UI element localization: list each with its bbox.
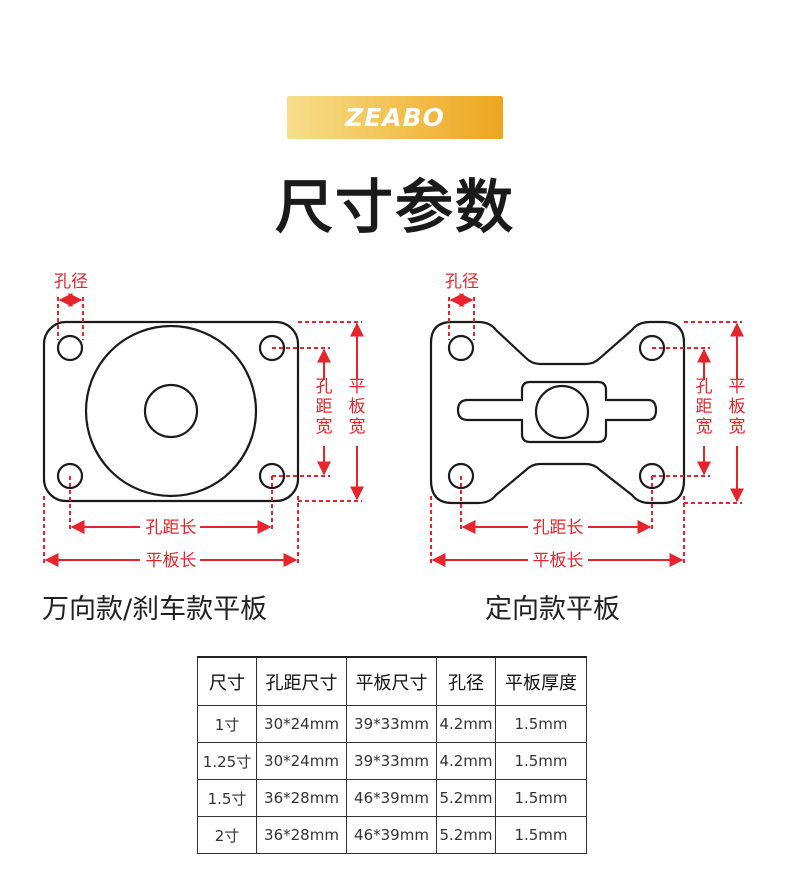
table-cell: 39*33mm bbox=[346, 705, 437, 743]
table-cell: 1.5mm bbox=[495, 742, 587, 780]
page-title: 尺寸参数 bbox=[274, 173, 515, 241]
vertical-label-char: 距 bbox=[316, 397, 333, 417]
vertical-label-char: 宽 bbox=[696, 417, 713, 437]
mount-hole bbox=[258, 462, 286, 490]
hole-spacing-length-label: 孔距长 bbox=[533, 518, 584, 538]
header-plate-thickness: 平板厚度 bbox=[495, 656, 587, 706]
mount-hole bbox=[638, 334, 666, 362]
table-cell: 4.2mm bbox=[436, 742, 496, 780]
table-cell: 5.2mm bbox=[436, 779, 496, 817]
brand-name: ZEABO bbox=[345, 103, 445, 132]
vertical-label-char: 板 bbox=[349, 397, 366, 417]
rigid-plate bbox=[429, 320, 686, 505]
plate-length-label: 平板长 bbox=[533, 551, 584, 571]
table-cell: 1寸 bbox=[197, 705, 257, 743]
hole-spacing-length-label: 孔距长 bbox=[146, 518, 197, 538]
plate-center-hole bbox=[143, 383, 199, 439]
hole-spacing-width-label: 孔距宽 bbox=[316, 377, 333, 437]
plate-outline bbox=[42, 320, 300, 503]
vertical-label-char: 孔 bbox=[696, 377, 713, 397]
table-cell: 36*28mm bbox=[256, 816, 347, 854]
rigid-dimensions bbox=[430, 293, 744, 567]
hole-diameter-label: 孔径 bbox=[54, 272, 88, 292]
table-cell: 2寸 bbox=[197, 816, 257, 854]
dimension-diagrams: 孔径 孔距长 平板长 孔距宽 平板宽 bbox=[42, 272, 746, 571]
rigid-plate-caption: 定向款平板 bbox=[485, 594, 620, 625]
vertical-label-char: 宽 bbox=[316, 417, 333, 437]
vertical-label-char: 板 bbox=[729, 397, 746, 417]
brand-banner: ZEABO bbox=[287, 96, 503, 139]
plate-width-label: 平板宽 bbox=[349, 377, 366, 437]
table-cell: 4.2mm bbox=[436, 705, 496, 743]
vertical-label-char: 距 bbox=[696, 397, 713, 417]
swivel-plate bbox=[42, 320, 300, 503]
swivel-dimensions bbox=[43, 293, 364, 567]
header-hole-spacing: 孔距尺寸 bbox=[256, 656, 347, 706]
table-cell: 39*33mm bbox=[346, 742, 437, 780]
table-cell: 30*24mm bbox=[256, 705, 347, 743]
plate-center-boss bbox=[456, 380, 658, 444]
vertical-label-char: 平 bbox=[729, 377, 746, 397]
vertical-label-char: 宽 bbox=[729, 417, 746, 437]
mount-hole bbox=[258, 334, 286, 362]
table-cell: 46*39mm bbox=[346, 816, 437, 854]
plate-center-hole bbox=[534, 384, 590, 440]
header-plate-size: 平板尺寸 bbox=[346, 656, 437, 706]
swivel-plate-caption: 万向款/刹车款平板 bbox=[42, 594, 268, 625]
table-cell: 30*24mm bbox=[256, 742, 347, 780]
plate-length-label: 平板长 bbox=[146, 551, 197, 571]
table-cell: 1.5mm bbox=[495, 705, 587, 743]
table-cell: 46*39mm bbox=[346, 779, 437, 817]
table-cell: 1.5mm bbox=[495, 779, 587, 817]
vertical-label-char: 平 bbox=[349, 377, 366, 397]
header-hole-diameter: 孔径 bbox=[436, 656, 496, 706]
hole-spacing-width-label: 孔距宽 bbox=[696, 377, 713, 437]
mount-hole bbox=[56, 334, 84, 362]
plate-outline bbox=[429, 320, 686, 505]
vertical-label-char: 孔 bbox=[316, 377, 333, 397]
hole-diameter-label: 孔径 bbox=[445, 272, 479, 292]
mount-hole bbox=[638, 462, 666, 490]
mount-hole bbox=[447, 334, 475, 362]
table-header-row: 尺寸 孔距尺寸 平板尺寸 孔径 平板厚度 bbox=[197, 656, 587, 706]
table-cell: 36*28mm bbox=[256, 779, 347, 817]
mount-hole bbox=[447, 462, 475, 490]
table-cell: 5.2mm bbox=[436, 816, 496, 854]
table-cell: 1.5寸 bbox=[197, 779, 257, 817]
plate-width-label: 平板宽 bbox=[729, 377, 746, 437]
vertical-label-char: 宽 bbox=[349, 417, 366, 437]
header-size: 尺寸 bbox=[197, 656, 257, 706]
table-cell: 1.25寸 bbox=[197, 742, 257, 780]
table-cell: 1.5mm bbox=[495, 816, 587, 854]
plate-raceway-circle bbox=[84, 324, 258, 498]
mount-hole bbox=[56, 462, 84, 490]
